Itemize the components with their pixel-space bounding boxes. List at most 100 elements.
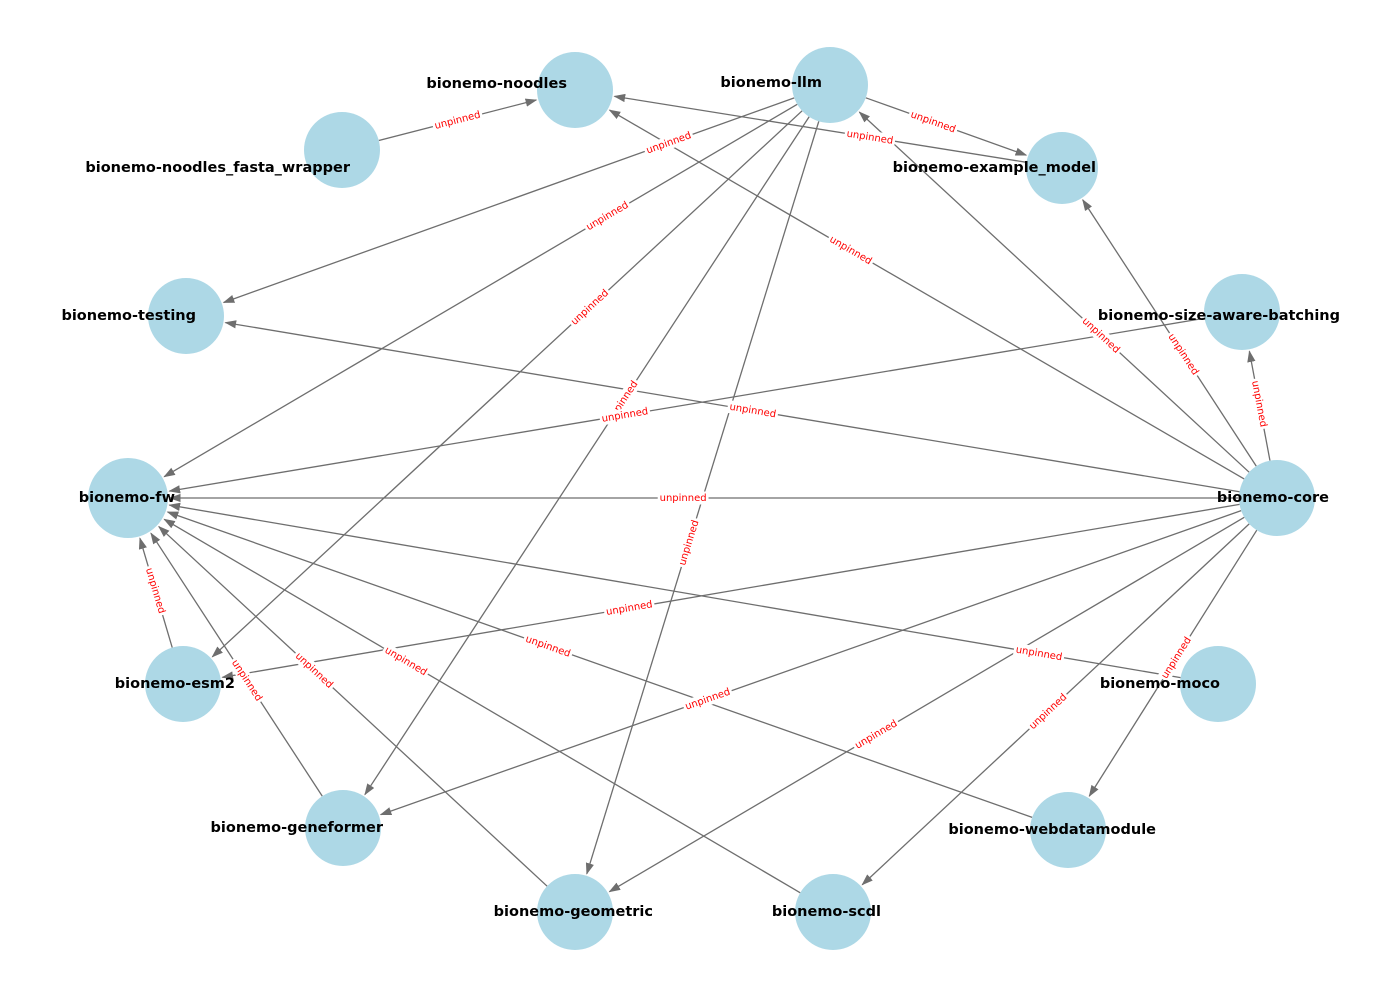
graph-edge xyxy=(613,93,1027,163)
edge-label: unpinned xyxy=(677,519,701,567)
edge-label: unpinned xyxy=(729,402,777,421)
node-circle[interactable] xyxy=(1239,460,1315,536)
edge-label-group: unpinned xyxy=(907,107,960,137)
graph-node[interactable]: bionemo-moco xyxy=(1100,646,1256,722)
nodes-layer: bionemo-noodles bionemo-llm bionemo-noodle… xyxy=(61,47,1340,950)
edge-label-group: unpinned xyxy=(657,491,709,505)
edge-label-halo xyxy=(850,715,902,753)
graph-node[interactable]: bionemo-scdl xyxy=(772,874,881,950)
edge-label: unpinned xyxy=(1166,332,1201,377)
graph-node[interactable]: bionemo-geometric xyxy=(494,874,653,950)
edge-label-group: unpinned xyxy=(603,597,656,619)
node-circle[interactable] xyxy=(537,874,613,950)
graph-edge xyxy=(608,109,1245,480)
node-circle[interactable] xyxy=(305,790,381,866)
edge-label: unpinned xyxy=(660,493,707,504)
node-circle[interactable] xyxy=(304,112,380,188)
node-label: bionemo-esm2 xyxy=(115,676,235,692)
edge-label-halo xyxy=(642,128,695,158)
edge-label-group: unpinned xyxy=(1024,689,1071,734)
edge-label-group: unpinned xyxy=(642,128,695,158)
edge-label: unpinned xyxy=(846,129,894,147)
node-label: bionemo-webdatamodule xyxy=(948,822,1156,838)
node-label: bionemo-testing xyxy=(61,308,196,324)
graph-node[interactable]: bionemo-llm xyxy=(720,47,868,123)
node-label: bionemo-size-aware-batching xyxy=(1098,308,1340,324)
node-circle[interactable] xyxy=(795,874,871,950)
edge-label-group: unpinned xyxy=(521,631,575,661)
node-circle[interactable] xyxy=(1030,792,1106,868)
edge-label-halo xyxy=(141,564,169,617)
graph-node[interactable]: bionemo-size-aware-batching xyxy=(1098,274,1340,350)
edge-label-halo xyxy=(843,126,897,148)
node-label: bionemo-llm xyxy=(720,75,822,91)
graph-edge xyxy=(166,511,1033,818)
edge-label-halo xyxy=(1157,632,1196,683)
edge-label-halo xyxy=(598,404,651,426)
graph-edge xyxy=(163,518,801,894)
graph-node[interactable]: bionemo-esm2 xyxy=(115,646,235,722)
edge-label: unpinned xyxy=(569,288,611,328)
node-label: bionemo-core xyxy=(1217,490,1329,506)
edge-label-halo xyxy=(657,491,709,505)
edge-label-halo xyxy=(227,655,267,706)
edge-label-group: unpinned xyxy=(726,399,779,422)
node-circle[interactable] xyxy=(1026,132,1098,204)
edge-label-group: unpinned xyxy=(566,285,613,330)
node-circle[interactable] xyxy=(88,458,168,538)
graph-node[interactable]: bionemo-testing xyxy=(61,278,224,354)
edge-label: unpinned xyxy=(601,406,649,425)
graph-edge xyxy=(163,103,798,478)
graph-edge xyxy=(211,110,803,658)
edge-label: unpinned xyxy=(143,567,167,615)
edge-label-halo xyxy=(1164,329,1203,380)
node-circle[interactable] xyxy=(1204,274,1280,350)
edge-label: unpinned xyxy=(853,718,899,751)
edge-label-group: unpinned xyxy=(431,107,484,133)
graph-edge xyxy=(1082,198,1257,467)
edge-label: unpinned xyxy=(293,651,335,691)
node-circle[interactable] xyxy=(792,47,868,123)
edge-label: unpinned xyxy=(585,200,631,233)
edge-label-halo xyxy=(675,516,703,569)
graph-edge xyxy=(858,111,1250,473)
edge-label-halo xyxy=(603,597,656,619)
node-label: bionemo-geometric xyxy=(494,904,653,920)
edge-label-group: unpinned xyxy=(380,642,432,680)
node-circle[interactable] xyxy=(145,646,221,722)
edge-label: unpinned xyxy=(383,645,429,678)
graph-node[interactable]: bionemo-geneformer xyxy=(211,790,384,866)
graph-node[interactable]: bionemo-noodles_fasta_wrapper xyxy=(85,112,380,188)
graph-edge xyxy=(168,317,1205,494)
edge-label-halo xyxy=(1024,689,1071,734)
node-label: bionemo-geneformer xyxy=(211,820,384,836)
graph-node[interactable]: bionemo-core xyxy=(1217,460,1329,536)
graph-node[interactable]: bionemo-noodles xyxy=(426,52,613,128)
graph-node[interactable]: bionemo-fw xyxy=(79,458,175,538)
graph-edge xyxy=(158,525,548,887)
edge-label-group: unpinned xyxy=(825,231,876,269)
edge-label-halo xyxy=(291,648,338,693)
edge-label-halo xyxy=(1248,377,1271,430)
edge-label-group: unpinned xyxy=(850,715,902,753)
edge-label-group: unpinned xyxy=(291,648,338,693)
node-circle[interactable] xyxy=(148,278,224,354)
graph-edge xyxy=(364,116,810,796)
edge-label-halo xyxy=(681,684,734,714)
edge-label-halo xyxy=(566,285,613,330)
edge-label-halo xyxy=(582,197,633,235)
edge-label-group: unpinned xyxy=(141,564,169,617)
graph-node[interactable]: bionemo-example_model xyxy=(893,132,1098,204)
graph-node[interactable]: bionemo-webdatamodule xyxy=(948,792,1156,868)
node-circle[interactable] xyxy=(1180,646,1256,722)
edge-label: unpinned xyxy=(1015,645,1063,664)
node-label: bionemo-noodles_fasta_wrapper xyxy=(85,160,350,176)
node-circle[interactable] xyxy=(537,52,613,128)
edge-label: unpinned xyxy=(827,234,873,267)
node-label: bionemo-example_model xyxy=(893,160,1096,176)
edge-label: unpinned xyxy=(605,599,653,618)
graph-edge xyxy=(379,510,1242,816)
edge-label-halo xyxy=(1012,642,1066,665)
